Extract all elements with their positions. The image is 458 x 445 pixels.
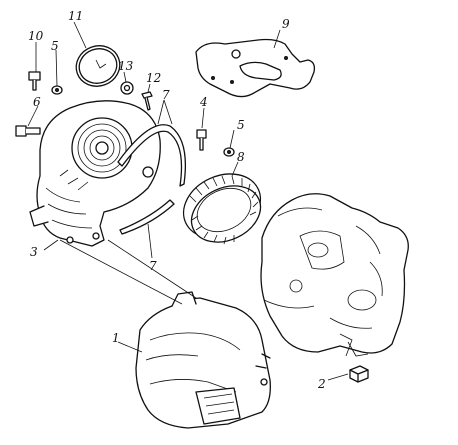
part-12-screw <box>141 91 153 111</box>
part-13-washer <box>120 81 134 95</box>
part-8-flywheel <box>182 173 262 245</box>
callout-5-left: 5 <box>51 39 59 53</box>
callout-8: 8 <box>237 150 245 164</box>
part-7-hose-lower <box>119 199 175 235</box>
callout-2: 2 <box>317 377 326 391</box>
part-5-washer-left <box>51 85 63 95</box>
part-11-seal-ring <box>75 45 121 87</box>
part-2-cap <box>349 365 369 383</box>
part-10-bolt <box>28 71 41 91</box>
engine-crankcase <box>260 193 409 357</box>
callout-7-lower: 7 <box>149 259 157 273</box>
callout-labels: 10 5 11 13 12 9 6 7 4 5 8 3 7 1 2 <box>28 9 326 391</box>
callout-1: 1 <box>112 331 120 345</box>
part-7-hose-upper <box>117 124 187 187</box>
part-1-shroud <box>135 291 271 429</box>
callout-10: 10 <box>28 29 44 43</box>
part-3-fan-housing <box>29 100 161 247</box>
callout-5-right: 5 <box>237 118 245 132</box>
callout-6: 6 <box>33 95 41 109</box>
part-4-bolt <box>196 129 207 151</box>
leader-lines <box>27 21 353 381</box>
part-9-gasket-plate <box>195 38 316 98</box>
part-5-washer-right <box>223 147 235 157</box>
callout-12: 12 <box>146 71 161 85</box>
part-6-bolt <box>15 125 41 137</box>
callout-4: 4 <box>199 95 208 109</box>
callout-3: 3 <box>30 245 38 259</box>
callout-11: 11 <box>68 9 83 23</box>
callout-7-upper: 7 <box>162 88 170 102</box>
callout-9: 9 <box>282 17 290 31</box>
callout-13: 13 <box>118 59 134 73</box>
